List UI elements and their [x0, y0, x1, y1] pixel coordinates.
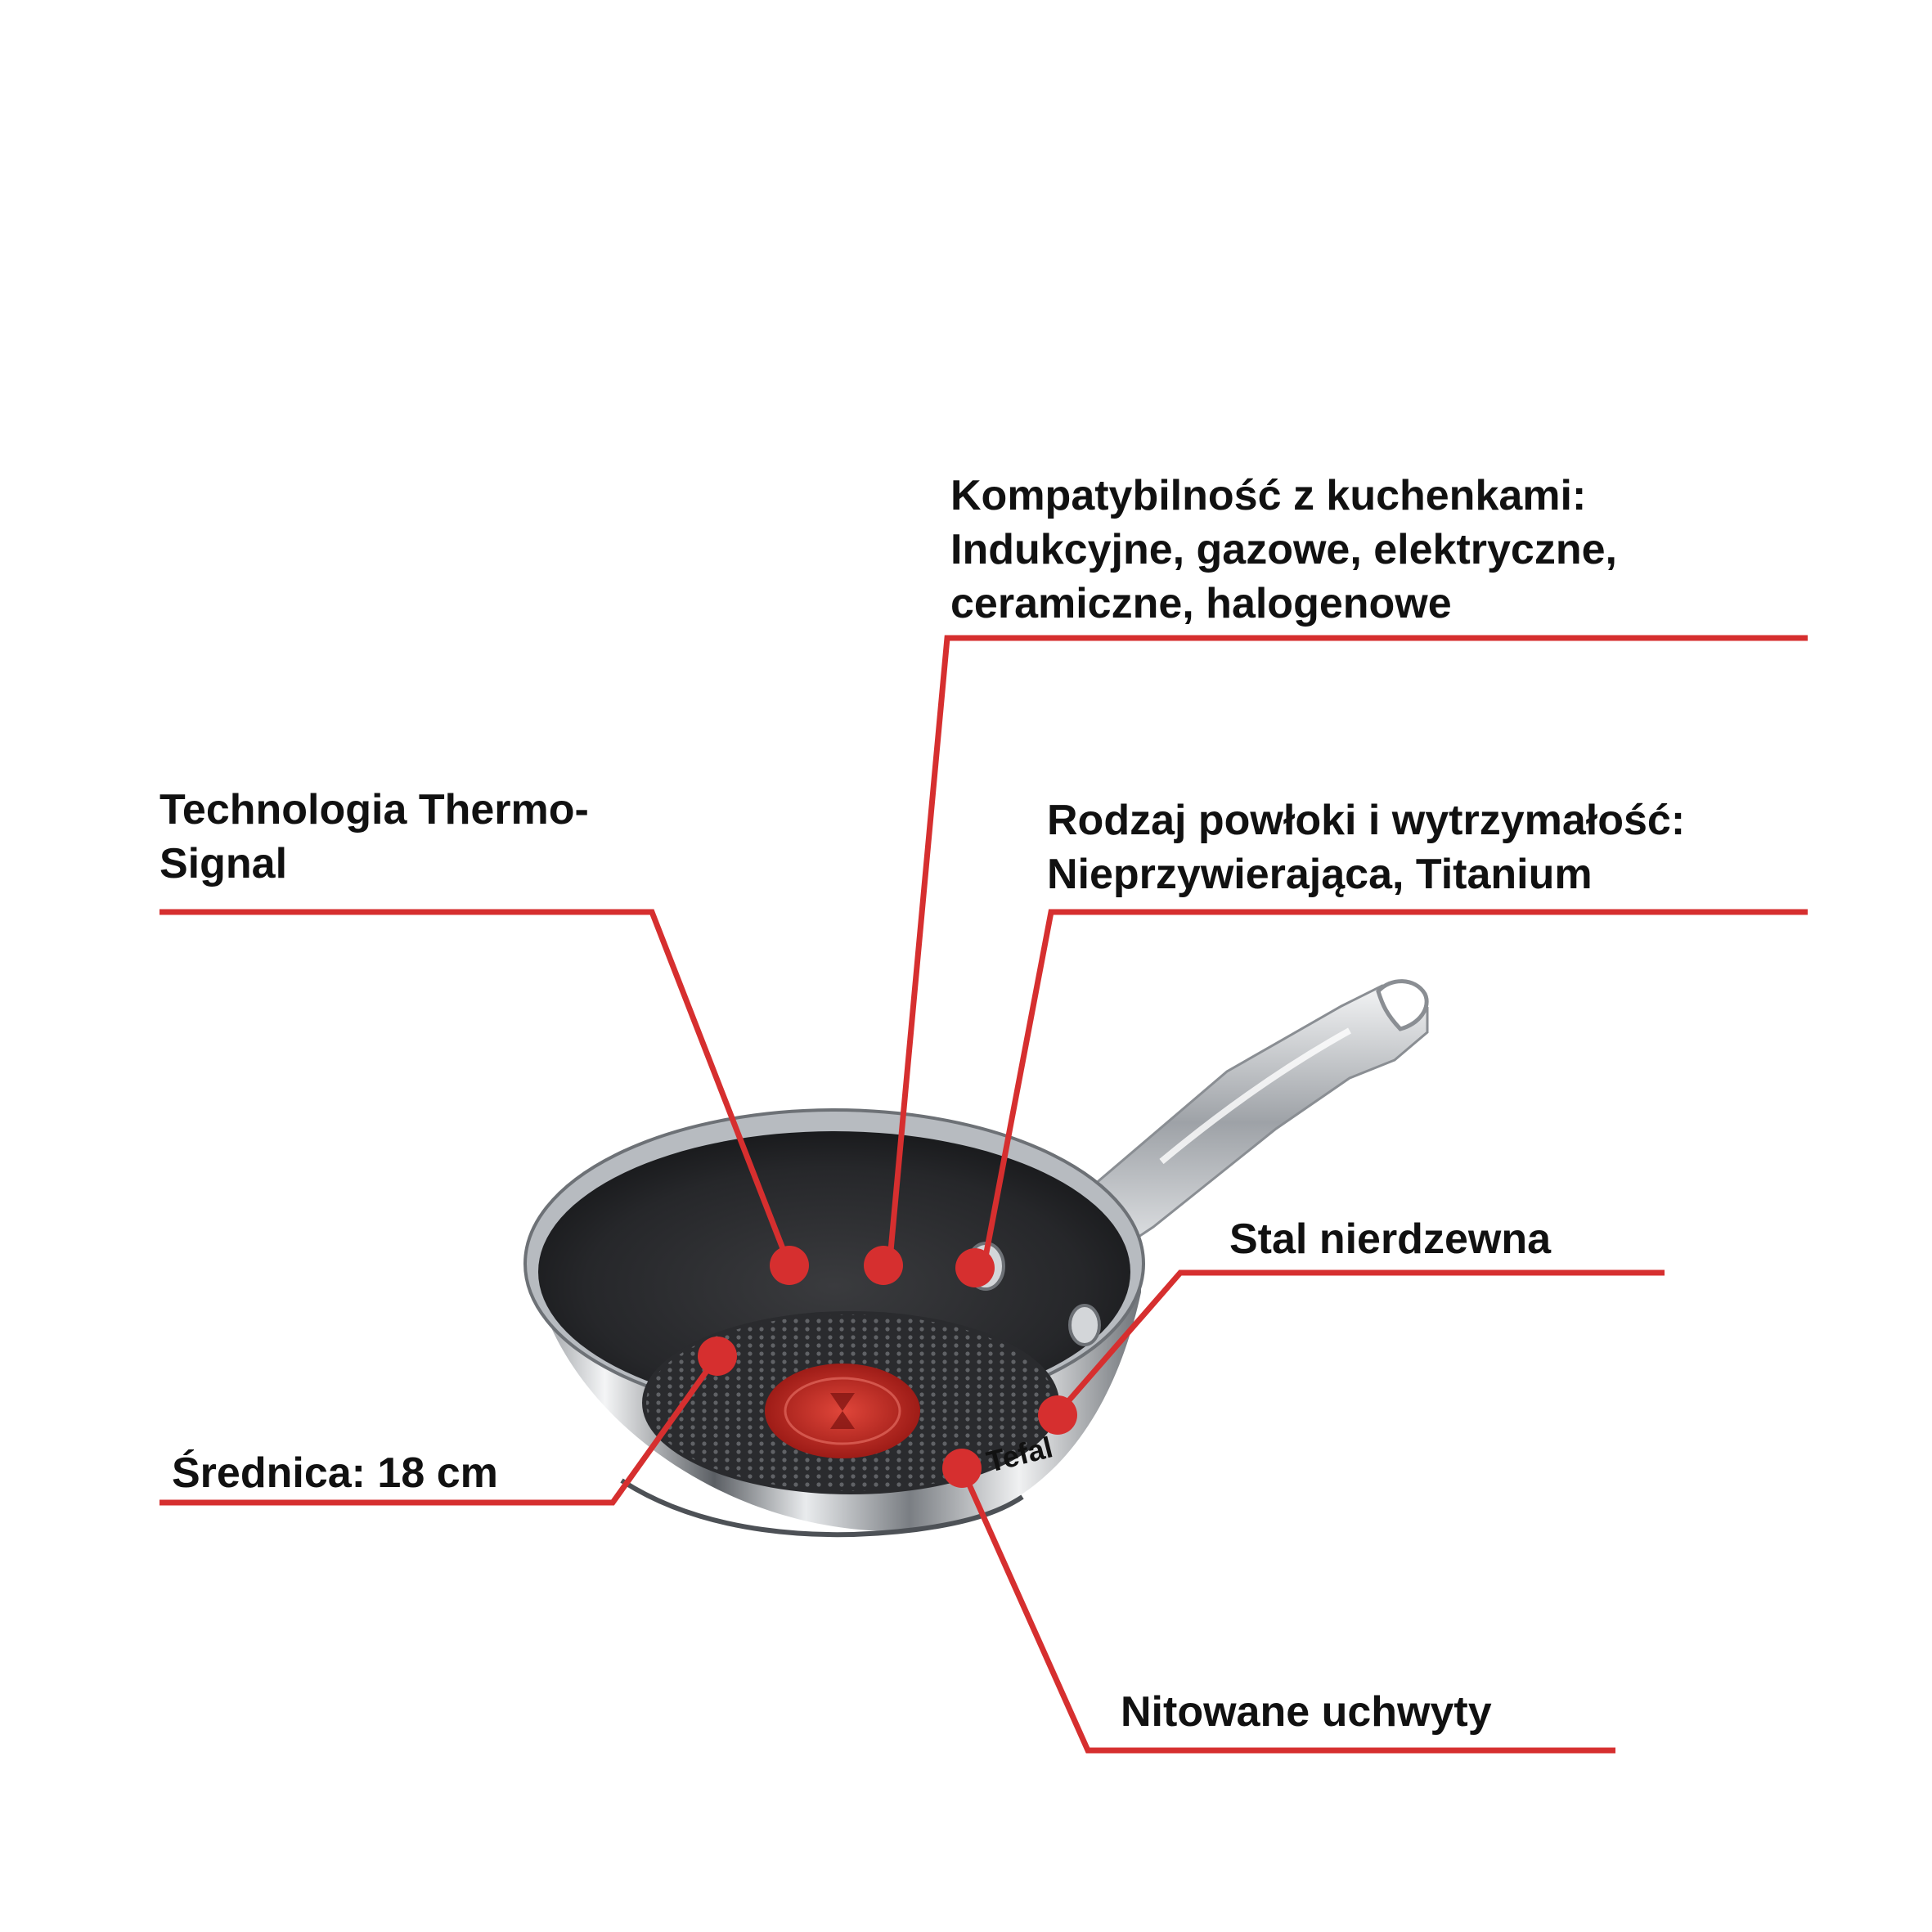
marker-dot-coating	[955, 1248, 995, 1287]
callout-compatibility: Kompatybilność z kuchenkami: Indukcyjne,…	[950, 469, 1617, 631]
leader-line-compatibility	[887, 635, 1808, 1260]
rivet-lower	[1068, 1304, 1101, 1346]
callout-diameter-line-1: Średnica: 18 cm	[172, 1449, 498, 1497]
callout-thermo-signal: Technologia Thermo- Signal	[160, 783, 589, 891]
callout-diameter: Średnica: 18 cm	[172, 1446, 498, 1500]
callout-coating-line-2: Nieprzywierająca, Titanium	[1047, 851, 1593, 898]
thermo-spot-indicator	[765, 1364, 920, 1458]
leader-line-coating	[981, 909, 1808, 1266]
callout-stainless: Stal nierdzewna	[1229, 1212, 1551, 1266]
callout-thermo-signal-line-2: Signal	[160, 840, 288, 887]
callout-stainless-line-1: Stal nierdzewna	[1229, 1215, 1551, 1263]
marker-dot-diameter	[698, 1337, 737, 1376]
leader-line-rivets	[959, 1467, 1615, 1754]
marker-dots	[698, 1246, 1077, 1488]
marker-dot-stainless	[1038, 1395, 1077, 1435]
callout-coating-line-1: Rodzaj powłoki i wytrzymałość:	[1047, 797, 1686, 844]
callout-compatibility-line-1: Kompatybilność z kuchenkami:	[950, 472, 1587, 519]
callout-rivets-line-1: Nitowane uchwyty	[1121, 1688, 1492, 1736]
callout-thermo-signal-line-1: Technologia Thermo-	[160, 786, 589, 833]
leader-line-stainless	[1055, 1269, 1665, 1416]
leader-lines	[160, 635, 1808, 1754]
callout-coating: Rodzaj powłoki i wytrzymałość: Nieprzywi…	[1047, 793, 1685, 901]
marker-dot-thermo-signal	[770, 1246, 809, 1285]
marker-dot-compatibility	[864, 1246, 903, 1285]
marker-dot-rivets	[942, 1449, 982, 1488]
callout-compatibility-line-2: Indukcyjne, gazowe, elektryczne,	[950, 526, 1617, 573]
leader-line-diameter	[160, 1354, 720, 1506]
pan-handle	[1053, 979, 1429, 1261]
callout-compatibility-line-3: ceramiczne, halogenowe	[950, 580, 1452, 627]
callout-rivets: Nitowane uchwyty	[1121, 1685, 1492, 1739]
leader-line-thermo-signal	[160, 909, 793, 1267]
